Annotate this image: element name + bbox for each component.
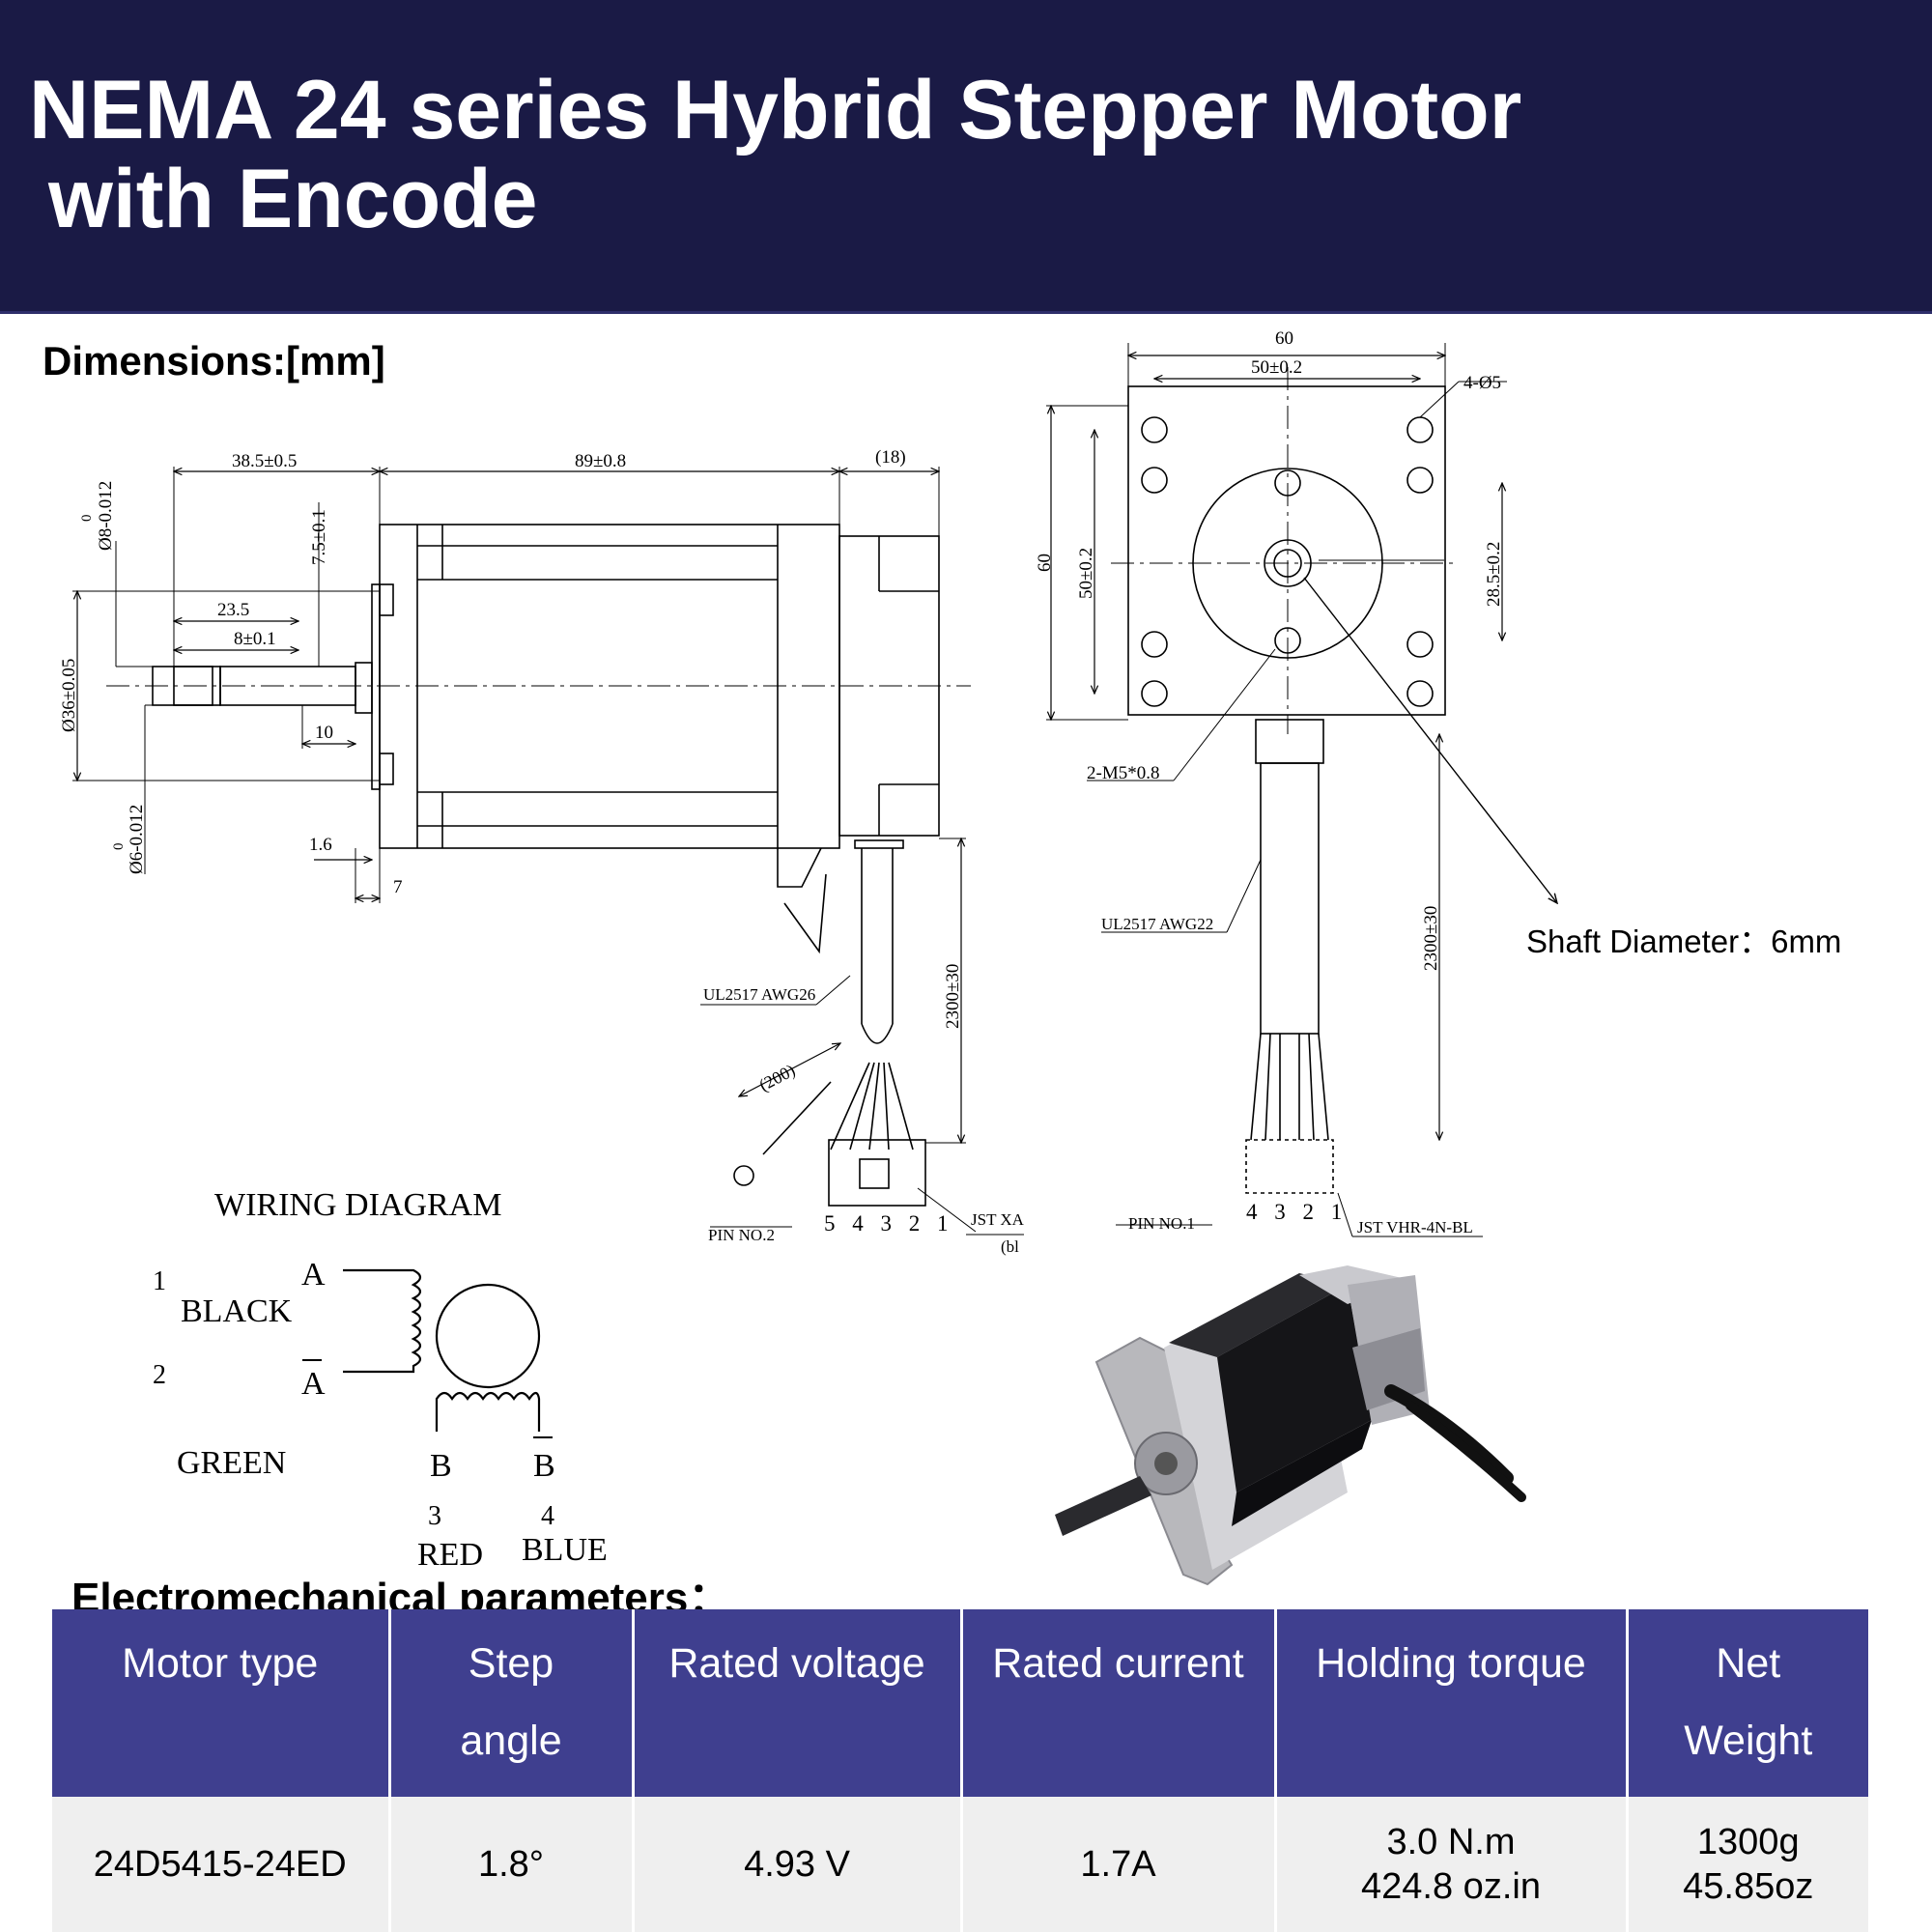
dim-1-6: 1.6 <box>309 835 332 855</box>
dim-18: (18) <box>875 447 906 468</box>
coil-a-bar: A <box>301 1366 326 1402</box>
front-view-labels: 60 50±0.2 4-Ø5 60 50±0.2 28.5±0.2 2-M5*0… <box>1035 328 1504 1236</box>
dimensions-label: Dimensions:[mm] <box>43 338 385 384</box>
cable-spec-front: UL2517 AWG22 <box>1101 915 1213 933</box>
pin-1: 1 <box>153 1266 166 1296</box>
header-holding-torque: Holding torque <box>1275 1609 1629 1797</box>
title-line-2: with Encode <box>48 153 538 245</box>
connector-side-suffix: (bl <box>1001 1237 1019 1256</box>
dim-38-5: 38.5±0.5 <box>232 451 297 471</box>
dia-6-upper: 0 <box>111 843 127 851</box>
dia-8: Ø8-0.012 <box>96 481 116 551</box>
dim-89: 89±0.8 <box>575 451 626 471</box>
wiring-diagram-labels: WIRING DIAGRAM 1 2 BLACK GREEN A A B B 3… <box>153 1187 608 1573</box>
dim-7: 7 <box>393 877 403 897</box>
coil-b-bar: B <box>533 1448 555 1484</box>
coil-a: A <box>301 1257 326 1293</box>
cell-rated-current: 1.7A <box>961 1797 1277 1932</box>
cable-length-side: 2300±30 <box>943 964 963 1029</box>
dim-50-top: 50±0.2 <box>1251 357 1302 378</box>
dim-23-5: 23.5 <box>217 600 249 620</box>
connector-front: JST VHR-4N-BL <box>1357 1218 1473 1236</box>
wiring-title: WIRING DIAGRAM <box>214 1187 501 1223</box>
green-label: GREEN <box>177 1445 286 1481</box>
pin-numbers-front: 4 3 2 1 <box>1246 1200 1348 1224</box>
holes-label: 4-Ø5 <box>1463 373 1501 393</box>
coil-b: B <box>430 1448 452 1484</box>
wiring-diagram-drawing <box>302 1268 553 1438</box>
dim-8: 8±0.1 <box>234 629 276 649</box>
red-label: RED <box>417 1537 483 1573</box>
lead-length: (200) <box>755 1061 798 1096</box>
dim-60-top: 60 <box>1275 328 1293 349</box>
pin-numbers-side: 5 4 3 2 1 <box>824 1211 954 1236</box>
pin-3: 3 <box>428 1501 441 1531</box>
cell-rated-voltage: 4.93 V <box>633 1797 963 1932</box>
cell-motor-type: 24D5415-24ED <box>52 1797 391 1932</box>
dia-6: Ø6-0.012 <box>127 805 147 874</box>
cell-step-angle: 1.8° <box>389 1797 635 1932</box>
header-rated-current: Rated current <box>961 1609 1277 1797</box>
title-line-1: NEMA 24 series Hybrid Stepper Motor <box>29 64 1522 156</box>
dia-36: Ø36±0.05 <box>59 659 79 732</box>
pin-label-side: PIN NO.2 <box>708 1226 775 1244</box>
dim-60-side: 60 <box>1035 554 1055 572</box>
header-motor-type: Motor type <box>52 1609 391 1797</box>
pin-4: 4 <box>541 1501 554 1531</box>
dim-28-5: 28.5±0.2 <box>1484 542 1504 607</box>
connector-side: JST XA <box>971 1210 1025 1229</box>
thread-label: 2-M5*0.8 <box>1087 763 1159 783</box>
dim-10: 10 <box>315 723 333 743</box>
header-rated-voltage: Rated voltage <box>633 1609 963 1797</box>
header-banner: NEMA 24 series Hybrid Stepper Motor with… <box>0 0 1932 314</box>
cable-length-front: 2300±30 <box>1421 906 1441 971</box>
pin-label-front: PIN NO.1 <box>1128 1214 1195 1233</box>
pin-2: 2 <box>153 1360 166 1390</box>
black-label: BLACK <box>181 1293 293 1329</box>
dia-8-upper: 0 <box>79 515 95 523</box>
dim-50-side: 50±0.2 <box>1076 548 1096 599</box>
side-view-drawing <box>72 467 1024 1236</box>
shaft-diameter-note: Shaft Diameter：6mm <box>1526 923 1842 959</box>
motor-photo <box>1055 1265 1526 1586</box>
cable-spec-side: UL2517 AWG26 <box>703 985 815 1004</box>
dim-7-5: 7.5±0.1 <box>309 509 329 565</box>
blue-label: BLUE <box>522 1532 608 1568</box>
front-view-drawing <box>1046 343 1557 1237</box>
